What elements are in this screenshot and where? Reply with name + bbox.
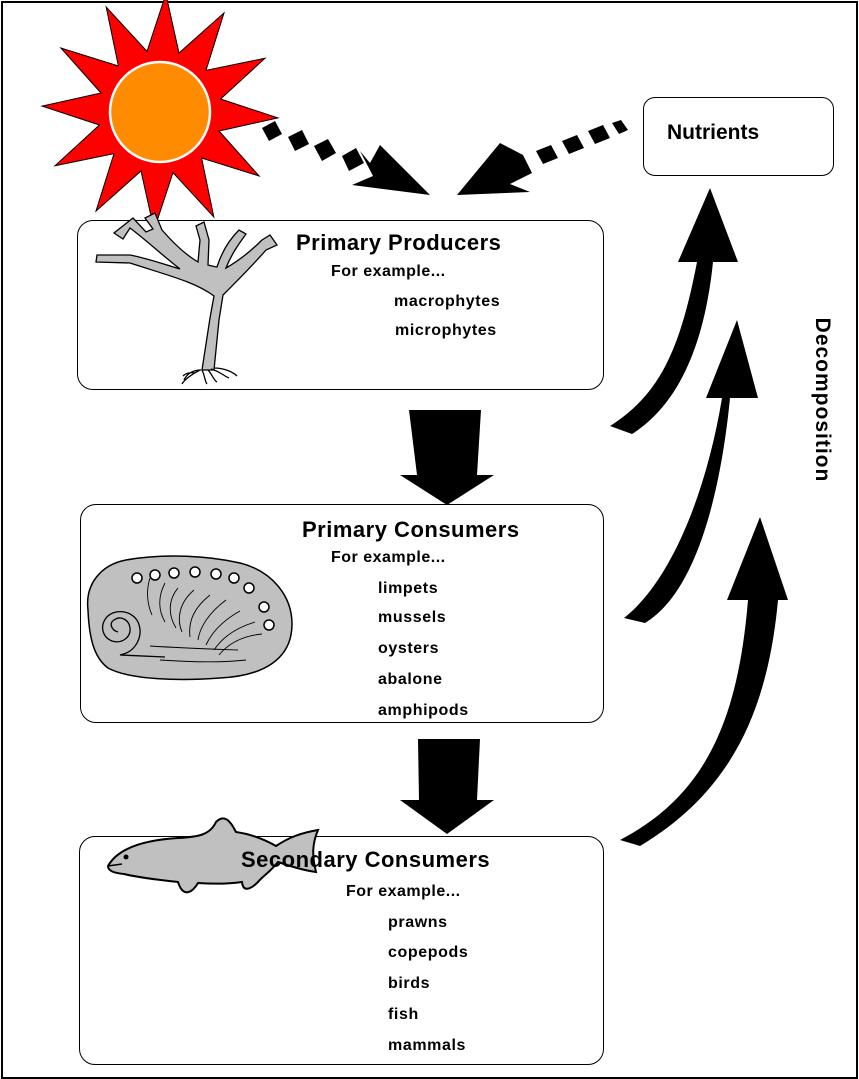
sunlight-dash xyxy=(288,130,309,151)
shell-spiral xyxy=(101,611,166,658)
list-item: macrophytes xyxy=(394,293,501,310)
nutrient-arrowhead xyxy=(457,143,532,195)
decomposition-label: Decomposition xyxy=(811,317,834,483)
primary-consumers-subtitle: For example... xyxy=(331,549,446,566)
nutrients-box xyxy=(643,97,834,176)
nutrients-label: Nutrients xyxy=(667,121,760,144)
secondary-consumers-subtitle: For example... xyxy=(346,883,461,900)
primary-producers-subtitle: For example... xyxy=(331,263,446,280)
sunlight-arrowhead xyxy=(352,145,430,195)
shell-body xyxy=(86,555,293,681)
nutrient-dash xyxy=(562,135,584,154)
seaweed-body xyxy=(95,212,278,371)
list-item: amphipods xyxy=(378,702,469,719)
nutrient-dash xyxy=(612,120,628,134)
sun-disc xyxy=(108,60,212,164)
list-item: copepods xyxy=(388,944,469,961)
decomposition-arrow-producers xyxy=(610,188,738,434)
nutrient-arrow xyxy=(457,120,628,195)
arrow-producers-to-consumers xyxy=(400,410,494,505)
list-item: limpets xyxy=(378,580,439,597)
seaweed-icon xyxy=(95,212,278,385)
sun-icon xyxy=(40,0,280,232)
sunlight-dash xyxy=(342,148,364,171)
nutrient-dash xyxy=(588,125,610,144)
list-item: microphytes xyxy=(395,322,497,339)
sunlight-dash xyxy=(314,139,336,161)
list-item: prawns xyxy=(388,914,448,931)
decomposition-arrow-secondary-consumers xyxy=(620,517,788,846)
fish-body xyxy=(106,817,320,894)
nutrient-dash xyxy=(536,145,558,164)
fish-icon xyxy=(106,817,320,894)
list-item: mammals xyxy=(388,1037,467,1054)
secondary-consumers-title: Secondary Consumers xyxy=(241,847,491,872)
shell-pores xyxy=(131,566,275,631)
fish-eye xyxy=(123,854,129,860)
sunlight-arrow xyxy=(262,121,430,195)
seaweed-holdfast xyxy=(181,367,238,385)
list-item: mussels xyxy=(378,609,447,626)
list-item: oysters xyxy=(378,640,440,657)
shell-growth-lines xyxy=(147,577,263,663)
decomposition-arrow-primary-consumers xyxy=(624,320,758,623)
sunlight-dash xyxy=(262,121,282,141)
list-item: abalone xyxy=(378,671,443,688)
list-item: birds xyxy=(388,975,431,992)
primary-consumers-title: Primary Consumers xyxy=(302,517,520,542)
abalone-shell-icon xyxy=(86,555,293,681)
primary-producers-title: Primary Producers xyxy=(296,230,502,255)
arrow-consumers-to-secondary xyxy=(400,739,494,834)
fish-mouth xyxy=(107,863,123,867)
list-item: fish xyxy=(388,1006,419,1023)
